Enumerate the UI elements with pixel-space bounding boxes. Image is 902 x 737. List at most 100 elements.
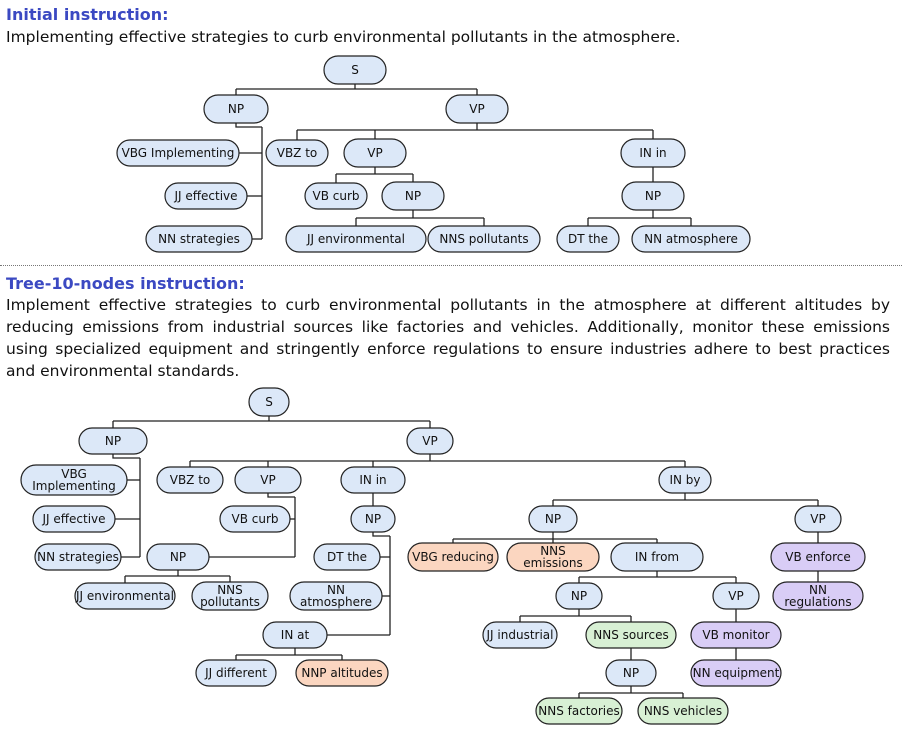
tree2-node-inat: IN at <box>262 621 328 649</box>
tree2-node-nnsveh: NNS vehicles <box>637 697 729 725</box>
tree1-node-nn2: NN atmosphere <box>631 225 751 253</box>
tree1-node-vb: VB curb <box>304 182 368 210</box>
tree2-node-vb: VB curb <box>219 505 291 533</box>
tree2-node-label: JJ environmental <box>75 589 174 603</box>
tree1-node-np: NP <box>203 94 269 124</box>
tree2-node-jjdiff: JJ different <box>195 659 277 687</box>
tree1-node-label: S <box>351 63 359 77</box>
tree2-node-label: NP <box>623 666 639 680</box>
tree1-node-vp: VP <box>445 94 509 124</box>
tree1-edge-vp2 <box>335 167 414 183</box>
tree2-node-np5: NP <box>555 582 603 610</box>
tree2-node-label: VP <box>422 434 437 448</box>
tree2-node-jj: JJ effective <box>32 505 116 533</box>
tree2-node-vp2: VP <box>234 466 302 494</box>
tree2-edge-np3 <box>327 532 391 636</box>
tree-nodes: S NP VP VBG Implementing JJ effective NN stra… <box>20 55 866 725</box>
tree2-node-vbenf: VB enforce <box>770 542 866 572</box>
tree2-node-s: S <box>248 387 290 417</box>
tree2-node-label: NNS <box>540 544 566 558</box>
tree2-edge-np <box>112 454 141 558</box>
tree1-node-nn: NN strategies <box>145 225 253 253</box>
tree2-node-label: NP <box>365 512 381 526</box>
tree2-node-vbgred: VBG reducing <box>407 542 499 572</box>
tree2-node-np3: NP <box>350 505 396 533</box>
tree2-node-nnsfac: NNS factories <box>535 697 623 725</box>
tree2-node-label: VBG reducing <box>412 550 494 564</box>
tree2-node-label: pollutants <box>200 595 260 609</box>
tree2-node-dt: DT the <box>313 543 381 571</box>
tree1-node-s: S <box>323 55 387 85</box>
tree1-node-label: NN strategies <box>158 232 240 246</box>
tree1-node-label: VBG Implementing <box>122 146 235 160</box>
tree2-node-np: NP <box>78 427 148 455</box>
tree2-node-label: VBG <box>61 467 87 481</box>
tree1-node-label: VB curb <box>312 189 359 203</box>
tree1-node-in: IN in <box>620 138 686 168</box>
tree1-node-vbz: VBZ to <box>265 139 329 167</box>
tree2-node-label: NNS factories <box>538 704 620 718</box>
tree-heading: Tree-10-nodes instruction: <box>6 274 245 293</box>
tree2-node-label: NP <box>105 434 121 448</box>
tree2-edge-s <box>112 416 431 428</box>
tree1-edge-np <box>235 123 263 240</box>
tree1-node-label: NP <box>228 102 244 116</box>
tree2-node-label: JJ industrial <box>486 628 554 642</box>
tree2-node-np2: NP <box>146 543 210 571</box>
tree-edges <box>112 84 819 698</box>
tree2-node-label: IN by <box>669 473 700 487</box>
tree2-node-nn: NN strategies <box>34 543 122 571</box>
tree2-node-vp: VP <box>406 427 454 455</box>
tree2-edge-inby <box>552 493 819 506</box>
tree1-node-label: VP <box>367 146 382 160</box>
tree2-edge-vp <box>189 454 686 467</box>
tree2-node-np4: NP <box>528 505 578 533</box>
tree2-node-label: S <box>265 395 273 409</box>
initial-heading: Initial instruction: <box>6 5 169 24</box>
tree2-node-label: VB curb <box>231 512 278 526</box>
tree1-edge-np2 <box>355 210 485 226</box>
tree1-node-vbg: VBG Implementing <box>116 139 240 167</box>
tree1-node-label: VP <box>469 102 484 116</box>
tree1-node-dt: DT the <box>556 225 620 253</box>
tree2-node-label: NN <box>327 583 345 597</box>
tree2-node-label: DT the <box>327 550 367 564</box>
tree2-edge-inat <box>235 648 343 660</box>
tree2-node-label: VB monitor <box>702 628 769 642</box>
tree2-node-inby: IN by <box>658 466 712 494</box>
tree2-node-label: NNS sources <box>593 628 669 642</box>
tree2-node-jjind: JJ industrial <box>482 621 558 649</box>
tree2-node-nnp: NNP altitudes <box>295 659 389 687</box>
tree2-node-label: JJ different <box>204 666 267 680</box>
tree1-node-label: JJ effective <box>173 189 237 203</box>
tree2-node-label: JJ effective <box>41 512 105 526</box>
initial-text: Implementing effective strategies to cur… <box>6 28 681 46</box>
tree2-node-label: emissions <box>523 556 582 570</box>
tree2-node-label: VP <box>810 512 825 526</box>
tree2-node-vp3: VP <box>794 505 842 533</box>
tree2-node-label: NN equipment <box>693 666 780 680</box>
tree2-node-infrom: IN from <box>610 542 704 572</box>
tree1-node-label: IN in <box>639 146 666 160</box>
tree2-node-label: VB enforce <box>785 550 850 564</box>
tree1-node-np2: NP <box>381 181 445 211</box>
tree1-node-label: NN atmosphere <box>644 232 738 246</box>
tree2-node-jj2: JJ environmental <box>74 582 176 610</box>
tree2-node-label: NP <box>545 512 561 526</box>
tree2-node-label: NP <box>170 550 186 564</box>
tree1-node-vp2: VP <box>343 138 407 168</box>
tree1-edge-s <box>235 84 478 95</box>
tree2-node-label: VBZ to <box>170 473 211 487</box>
tree-text: Implement effective strategies to curb e… <box>6 296 890 380</box>
tree1-node-label: NP <box>405 189 421 203</box>
tree2-node-label: VP <box>260 473 275 487</box>
tree2-node-label: NNS <box>217 583 243 597</box>
tree2-node-label: regulations <box>784 595 851 609</box>
tree2-node-nnequip: NN equipment <box>690 659 782 687</box>
